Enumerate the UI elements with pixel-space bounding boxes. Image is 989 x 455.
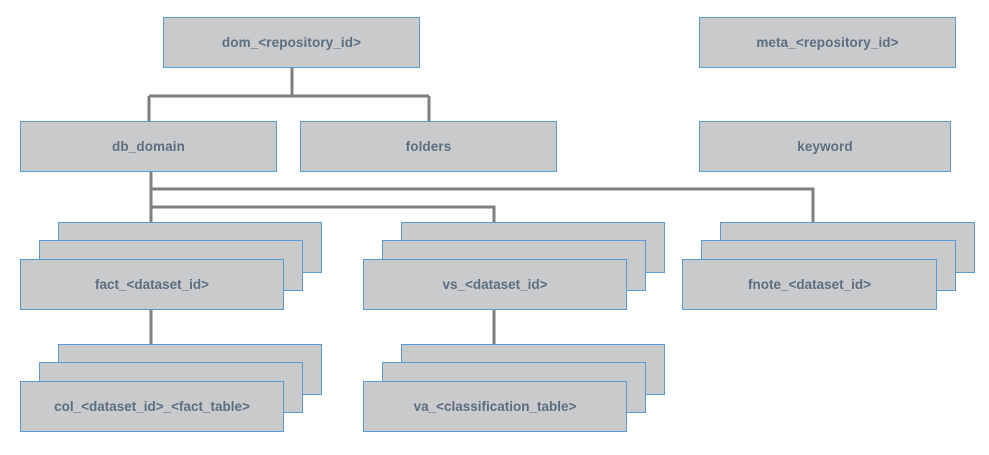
node-vs-dataset-id[interactable]: vs_<dataset_id> — [363, 222, 665, 310]
node-label: va_<classification_table> — [413, 399, 577, 414]
node-col-dataset-id-fact-table[interactable]: col_<dataset_id>_<fact_table> — [20, 344, 322, 432]
node-label: dom_<repository_id> — [221, 35, 362, 50]
node-label: fnote_<dataset_id> — [747, 277, 872, 292]
node-label: col_<dataset_id>_<fact_table> — [54, 399, 250, 414]
node-dom-repository-id[interactable]: dom_<repository_id> — [163, 17, 420, 68]
node-label: meta_<repository_id> — [756, 35, 899, 50]
node-db-domain[interactable]: db_domain — [20, 121, 277, 172]
node-label: folders — [405, 139, 452, 154]
stack-sheet-front[interactable]: fact_<dataset_id> — [20, 259, 284, 310]
node-label: vs_<dataset_id> — [442, 277, 548, 292]
node-label: fact_<dataset_id> — [94, 277, 210, 292]
node-label: keyword — [797, 139, 853, 154]
node-keyword[interactable]: keyword — [699, 121, 951, 172]
node-label: db_domain — [112, 139, 185, 154]
node-folders[interactable]: folders — [300, 121, 557, 172]
stack-sheet-front[interactable]: col_<dataset_id>_<fact_table> — [20, 381, 284, 432]
node-fnote-dataset-id[interactable]: fnote_<dataset_id> — [682, 222, 975, 310]
node-fact-dataset-id[interactable]: fact_<dataset_id> — [20, 222, 322, 310]
stack-sheet-front[interactable]: vs_<dataset_id> — [363, 259, 627, 310]
node-meta-repository-id[interactable]: meta_<repository_id> — [699, 17, 956, 68]
node-va-classification-table[interactable]: va_<classification_table> — [363, 344, 665, 432]
stack-sheet-front[interactable]: fnote_<dataset_id> — [682, 259, 937, 310]
stack-sheet-front[interactable]: va_<classification_table> — [363, 381, 627, 432]
